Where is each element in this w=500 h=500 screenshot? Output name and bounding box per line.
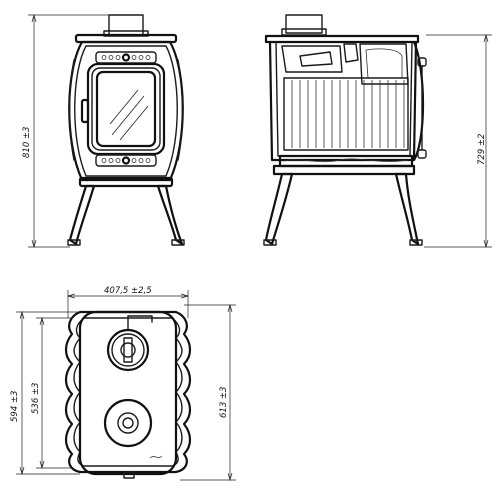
- top-right-label: 613 ±3: [219, 387, 229, 418]
- front-right-foot: [171, 239, 185, 246]
- dimension-top-left-outer: 594 ±3: [10, 310, 80, 476]
- side-view: [263, 14, 427, 246]
- top-front-handle: [123, 471, 135, 479]
- lower-vent-slots: [101, 156, 151, 165]
- height-total-label: 810 ±3: [22, 127, 32, 158]
- top-view: [64, 310, 192, 479]
- side-flue-pipe: [285, 14, 323, 34]
- flue-opening: [106, 328, 150, 372]
- fire-door: [86, 62, 166, 156]
- lower-air-vent: [95, 154, 157, 167]
- side-base: [272, 164, 416, 176]
- front-right-leg: [156, 184, 184, 246]
- dimension-top-width: 407,5 ±2,5: [66, 286, 190, 318]
- top-plate-outline: [78, 310, 178, 476]
- top-width-label: 407,5 ±2,5: [104, 286, 152, 296]
- dimension-height-side: 729 ±2: [424, 33, 492, 249]
- top-left-inner-label: 536 ±3: [31, 383, 41, 414]
- dimension-height-total: 810 ±3: [22, 13, 112, 249]
- door-glass: [95, 70, 157, 148]
- front-left-leg: [68, 184, 96, 246]
- side-body: [268, 41, 418, 162]
- side-rear-leg: [264, 172, 294, 246]
- dimension-top-right: 613 ±3: [180, 303, 236, 482]
- upper-vent-slots: [101, 53, 151, 62]
- firebox: [283, 77, 409, 151]
- side-front-leg: [394, 172, 420, 246]
- front-left-foot: [67, 239, 81, 246]
- height-side-label: 729 ±2: [477, 134, 487, 165]
- door-handle: [80, 98, 90, 124]
- brand-logo-mark: [149, 455, 163, 459]
- top-left-outer-label: 594 ±3: [10, 391, 20, 422]
- flue-pipe: [108, 14, 144, 36]
- dimension-top-left-inner: 536 ±3: [31, 316, 72, 470]
- front-base: [78, 176, 174, 188]
- damper-handle: [123, 337, 133, 363]
- cooking-plate: [103, 398, 153, 448]
- firebox-bars: [291, 80, 405, 148]
- front-view: [67, 14, 185, 246]
- baffle-chamber: [281, 45, 343, 73]
- top-outer-casting: [64, 310, 192, 474]
